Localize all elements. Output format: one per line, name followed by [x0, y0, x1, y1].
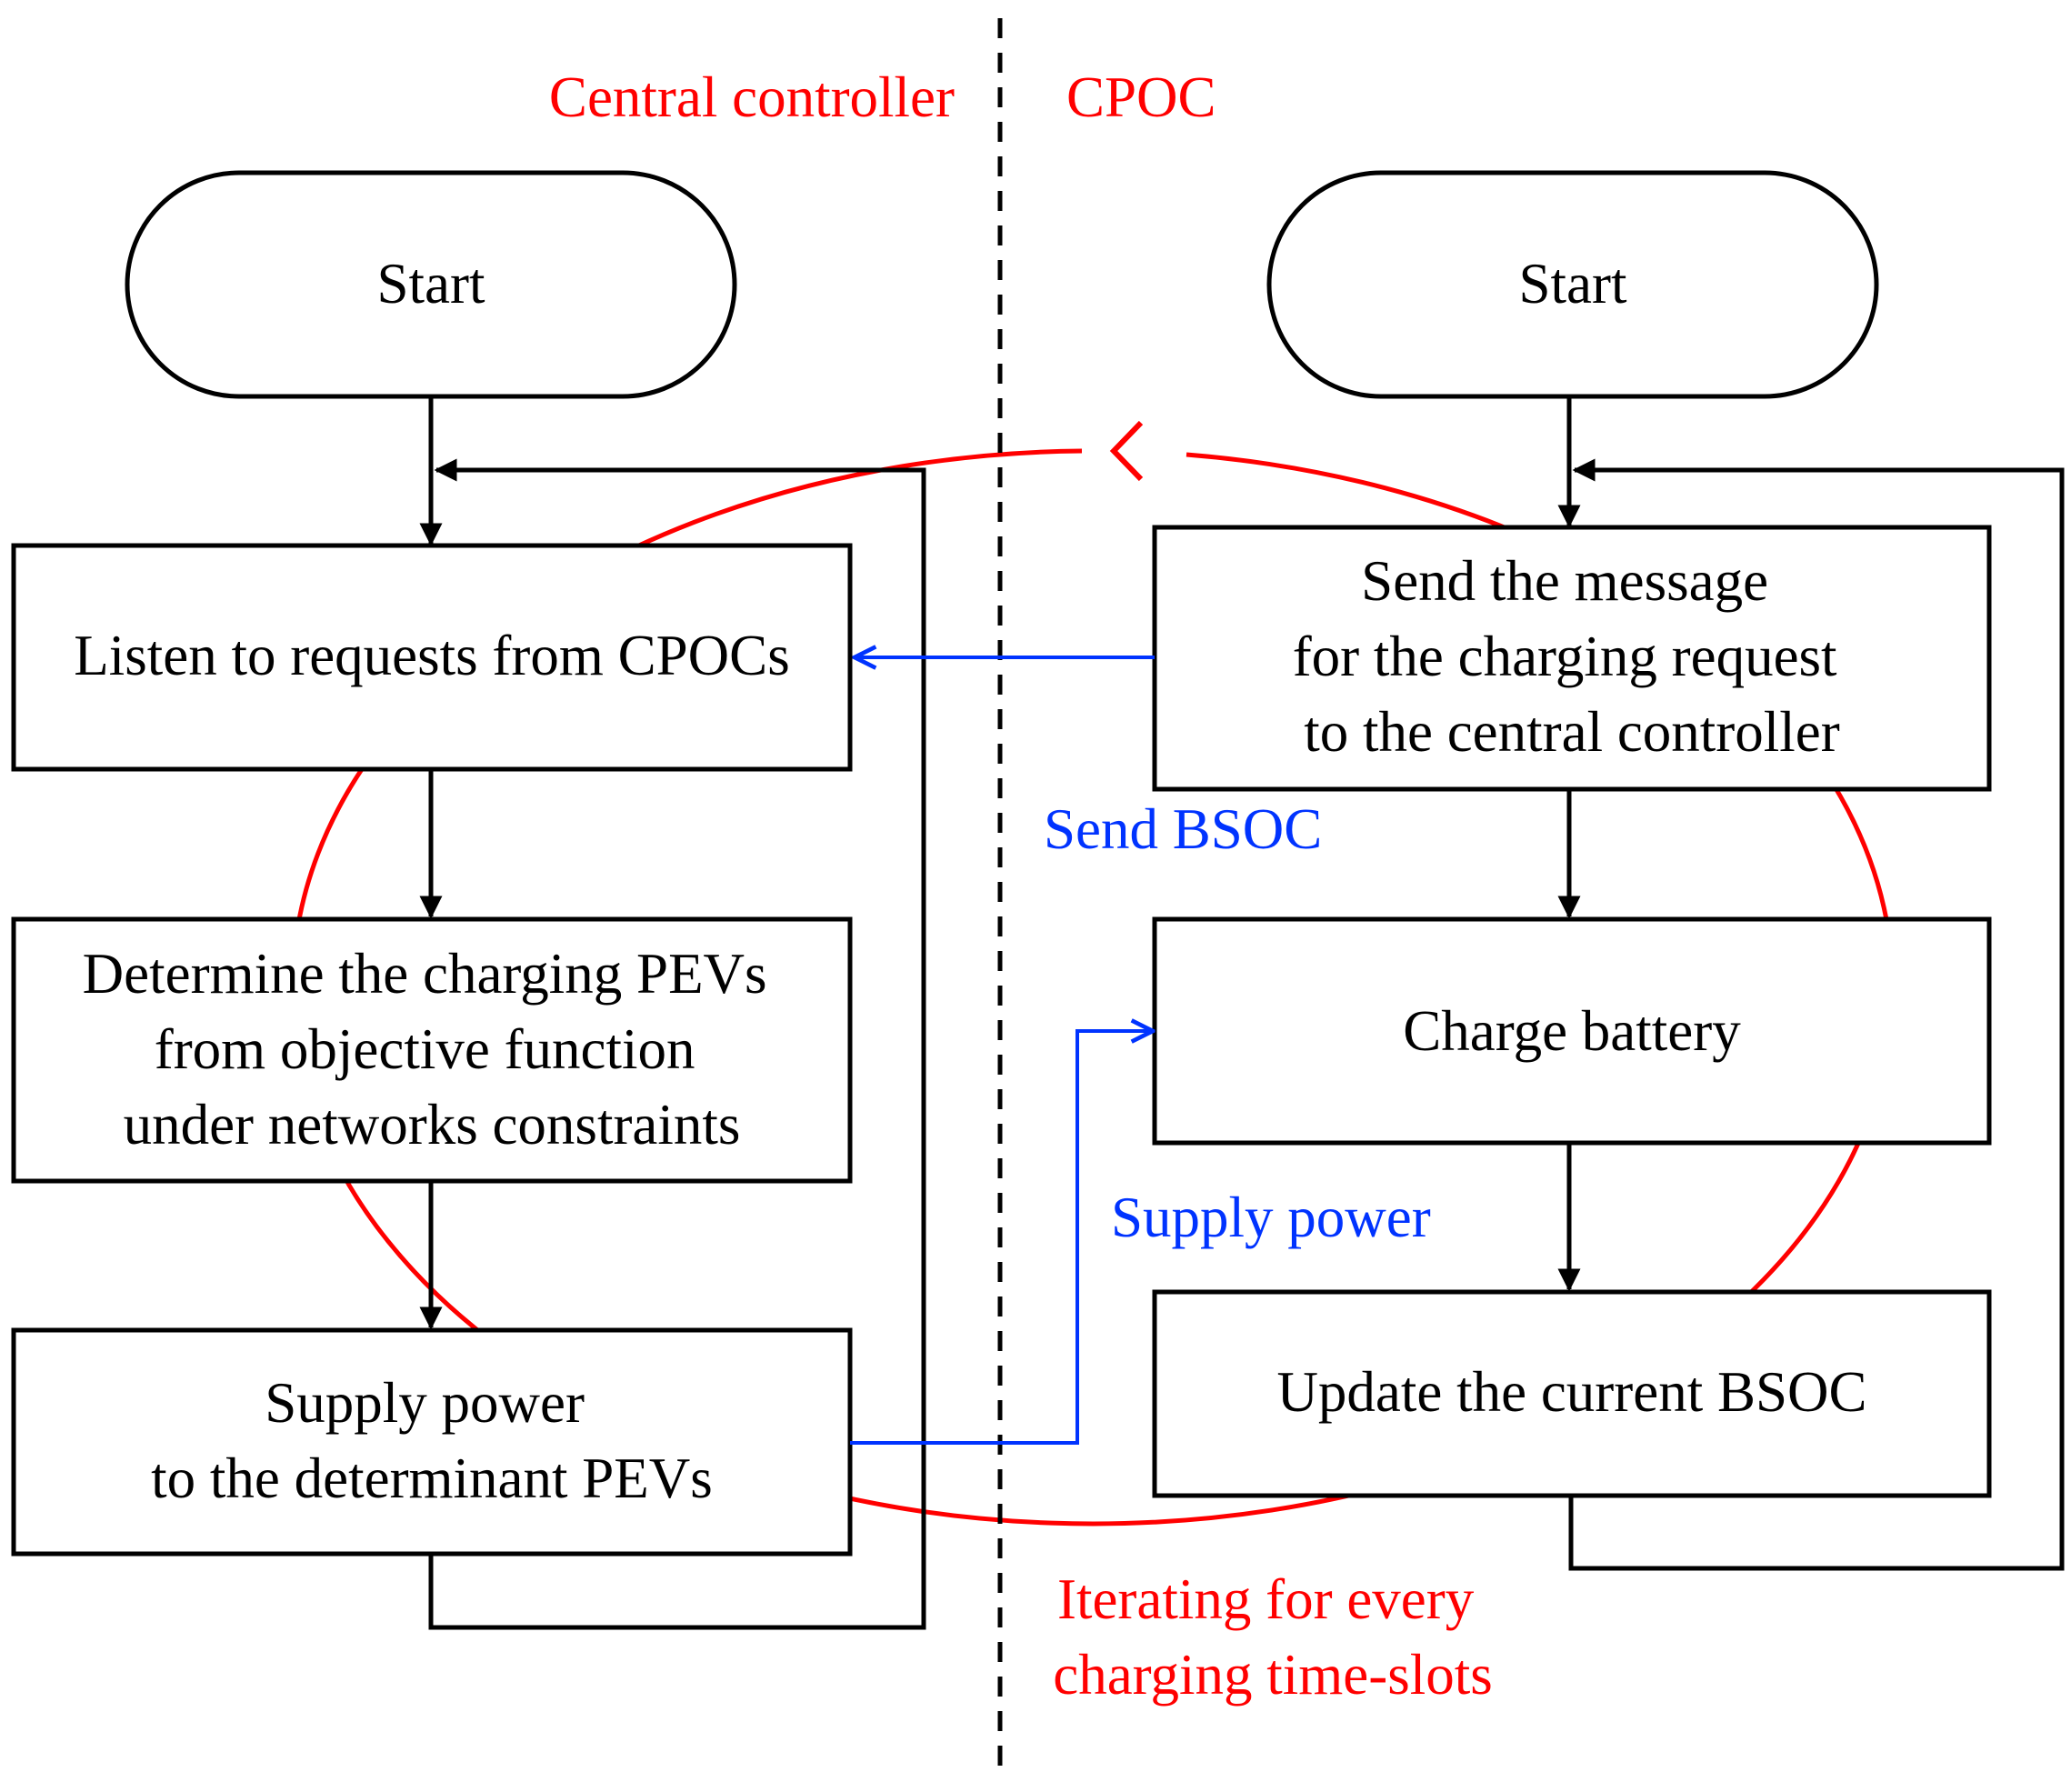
central-controller-flow: Start Listen to requests from CPOCs Dete…	[11, 170, 926, 1630]
charge-box-line: Charge battery	[1403, 999, 1741, 1063]
right-loop-back-arrow	[1568, 458, 2065, 1571]
send-box-line-3: to the central controller	[1304, 700, 1840, 764]
listen-box-text: Listen to requests from CPOCs	[74, 624, 789, 687]
determine-box-line-2: from objective function	[155, 1017, 695, 1081]
send-box	[1152, 525, 1992, 792]
iterating-label-line-2: charging time-slots	[1053, 1643, 1493, 1707]
update-box-line: Update the current BSOC	[1276, 1360, 1866, 1424]
iterating-label-line-1: Iterating for every	[1057, 1567, 1475, 1631]
send-box-text: Send the message for the charging reques…	[1293, 549, 1852, 764]
charge-box	[1152, 916, 1992, 1146]
listen-box-line: Listen to requests from CPOCs	[74, 624, 789, 687]
message-arrows	[850, 657, 1155, 1445]
header-cpoc: CPOC	[1066, 65, 1216, 129]
supply-box-line-1: Supply power	[265, 1371, 585, 1435]
supply-box	[11, 1327, 853, 1557]
determine-box-line-3: under networks constraints	[124, 1093, 741, 1156]
cpoc-flow: Start Send the message for the charging …	[1152, 170, 2065, 1571]
right-start-terminal	[1266, 170, 1879, 399]
left-start-label: Start	[377, 252, 485, 315]
right-start-label: Start	[1519, 252, 1627, 315]
header-central-controller: Central controller	[549, 65, 955, 129]
determine-box-text: Determine the charging PEVs from objecti…	[83, 942, 782, 1156]
iterating-label: Iterating for every charging time-slots	[1053, 1567, 1493, 1707]
left-loop-back-arrow	[428, 458, 926, 1630]
supply-power-arrow	[850, 1031, 1153, 1445]
supply-power-label: Supply power	[1111, 1186, 1431, 1249]
determine-box-line-1: Determine the charging PEVs	[83, 942, 767, 1006]
charge-box-text: Charge battery	[1403, 999, 1741, 1063]
iteration-loop-arrowhead	[1109, 420, 1144, 482]
update-box-text: Update the current BSOC	[1276, 1360, 1866, 1424]
supply-box-text: Supply power to the determinant PEVs	[151, 1371, 713, 1510]
supply-box-line-2: to the determinant PEVs	[151, 1447, 713, 1510]
send-bsoc-label: Send BSOC	[1044, 797, 1322, 861]
determine-box	[11, 916, 853, 1184]
send-box-line-1: Send the message	[1361, 549, 1768, 613]
update-box	[1152, 1289, 1992, 1498]
send-box-line-2: for the charging request	[1293, 625, 1837, 688]
